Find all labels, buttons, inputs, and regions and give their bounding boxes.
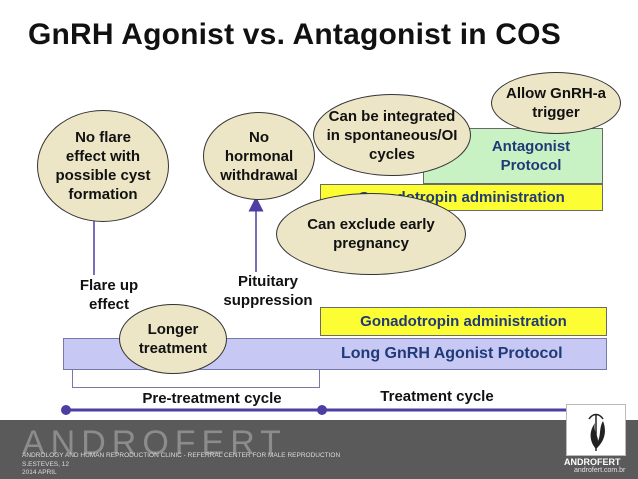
pituitary-line1: Pituitary — [237, 273, 298, 290]
oval-exclude-pregnancy: Can exclude early pregnancy — [276, 193, 466, 275]
integrated-line1: Can be integrated — [328, 107, 456, 125]
logo-url: androfert.com.br — [574, 467, 626, 474]
footer-band — [0, 420, 638, 479]
oval-allow-trigger: Allow GnRH-a trigger — [491, 72, 621, 134]
exclude-pregnancy-line1: Can exclude early — [307, 216, 435, 233]
pretreatment-frame — [72, 368, 320, 388]
pretreatment-cycle-label: Pre-treatment cycle — [142, 390, 282, 407]
logo-name: ANDROFERT — [564, 457, 621, 467]
no-flare-line4: formation — [68, 186, 138, 203]
footer-line1: ANDROLOGY AND HUMAN REPRODUCTION CLINIC … — [22, 452, 341, 459]
oval-no-flare: No flare effect with possible cyst forma… — [37, 110, 169, 222]
oval-longer-treatment: Longer treatment — [119, 304, 227, 374]
pituitary-line2: suppression — [223, 292, 313, 309]
footer-brand: ANDROFERT — [22, 424, 287, 462]
treatment-cycle-label: Treatment cycle — [380, 388, 494, 405]
exclude-pregnancy-line2: pregnancy — [333, 235, 409, 252]
no-withdrawal-line1: No — [248, 128, 269, 146]
allow-trigger-line2: trigger — [532, 104, 580, 121]
no-flare-line1: No flare — [75, 129, 131, 146]
antagonist-protocol-line2: Protocol — [500, 157, 562, 174]
flare-up-label: Flare up effect — [54, 276, 164, 314]
footer-line3: 2014 APRIL — [22, 469, 57, 476]
no-withdrawal-line2: hormonal — [224, 147, 294, 165]
integrated-line2: in spontaneous/OI — [326, 126, 458, 144]
slide-title: GnRH Agonist vs. Antagonist in COS — [28, 18, 561, 51]
longer-treatment-line1: Longer — [147, 321, 199, 338]
logo-box — [566, 404, 626, 456]
no-flare-line3: possible cyst — [55, 167, 151, 184]
timeline-mid-dot — [317, 405, 327, 415]
antagonist-protocol-line1: Antagonist — [491, 138, 571, 155]
no-flare-line2: effect with — [65, 148, 141, 165]
longer-treatment-line2: treatment — [138, 340, 208, 357]
flare-up-line2: effect — [88, 296, 129, 313]
flame-emblem-icon — [588, 413, 605, 451]
flare-up-line1: Flare up — [79, 277, 139, 294]
pituitary-suppression-label: Pituitary suppression — [208, 272, 328, 310]
oval-integrated-cycles: Can be integrated in spontaneous/OI cycl… — [313, 94, 471, 176]
allow-trigger-line1: Allow GnRH-a — [506, 85, 606, 102]
timeline-start-dot — [61, 405, 71, 415]
oval-no-withdrawal: No hormonal withdrawal — [203, 112, 315, 200]
footer-line2: S.ESTEVES, 12 — [22, 461, 69, 468]
gonadotropin-administration-bottom: Gonadotropin administration — [320, 307, 607, 336]
no-withdrawal-line3: withdrawal — [220, 166, 298, 184]
integrated-line3: cycles — [369, 145, 415, 163]
long-agonist-protocol-label: Long GnRH Agonist Protocol — [341, 345, 563, 362]
